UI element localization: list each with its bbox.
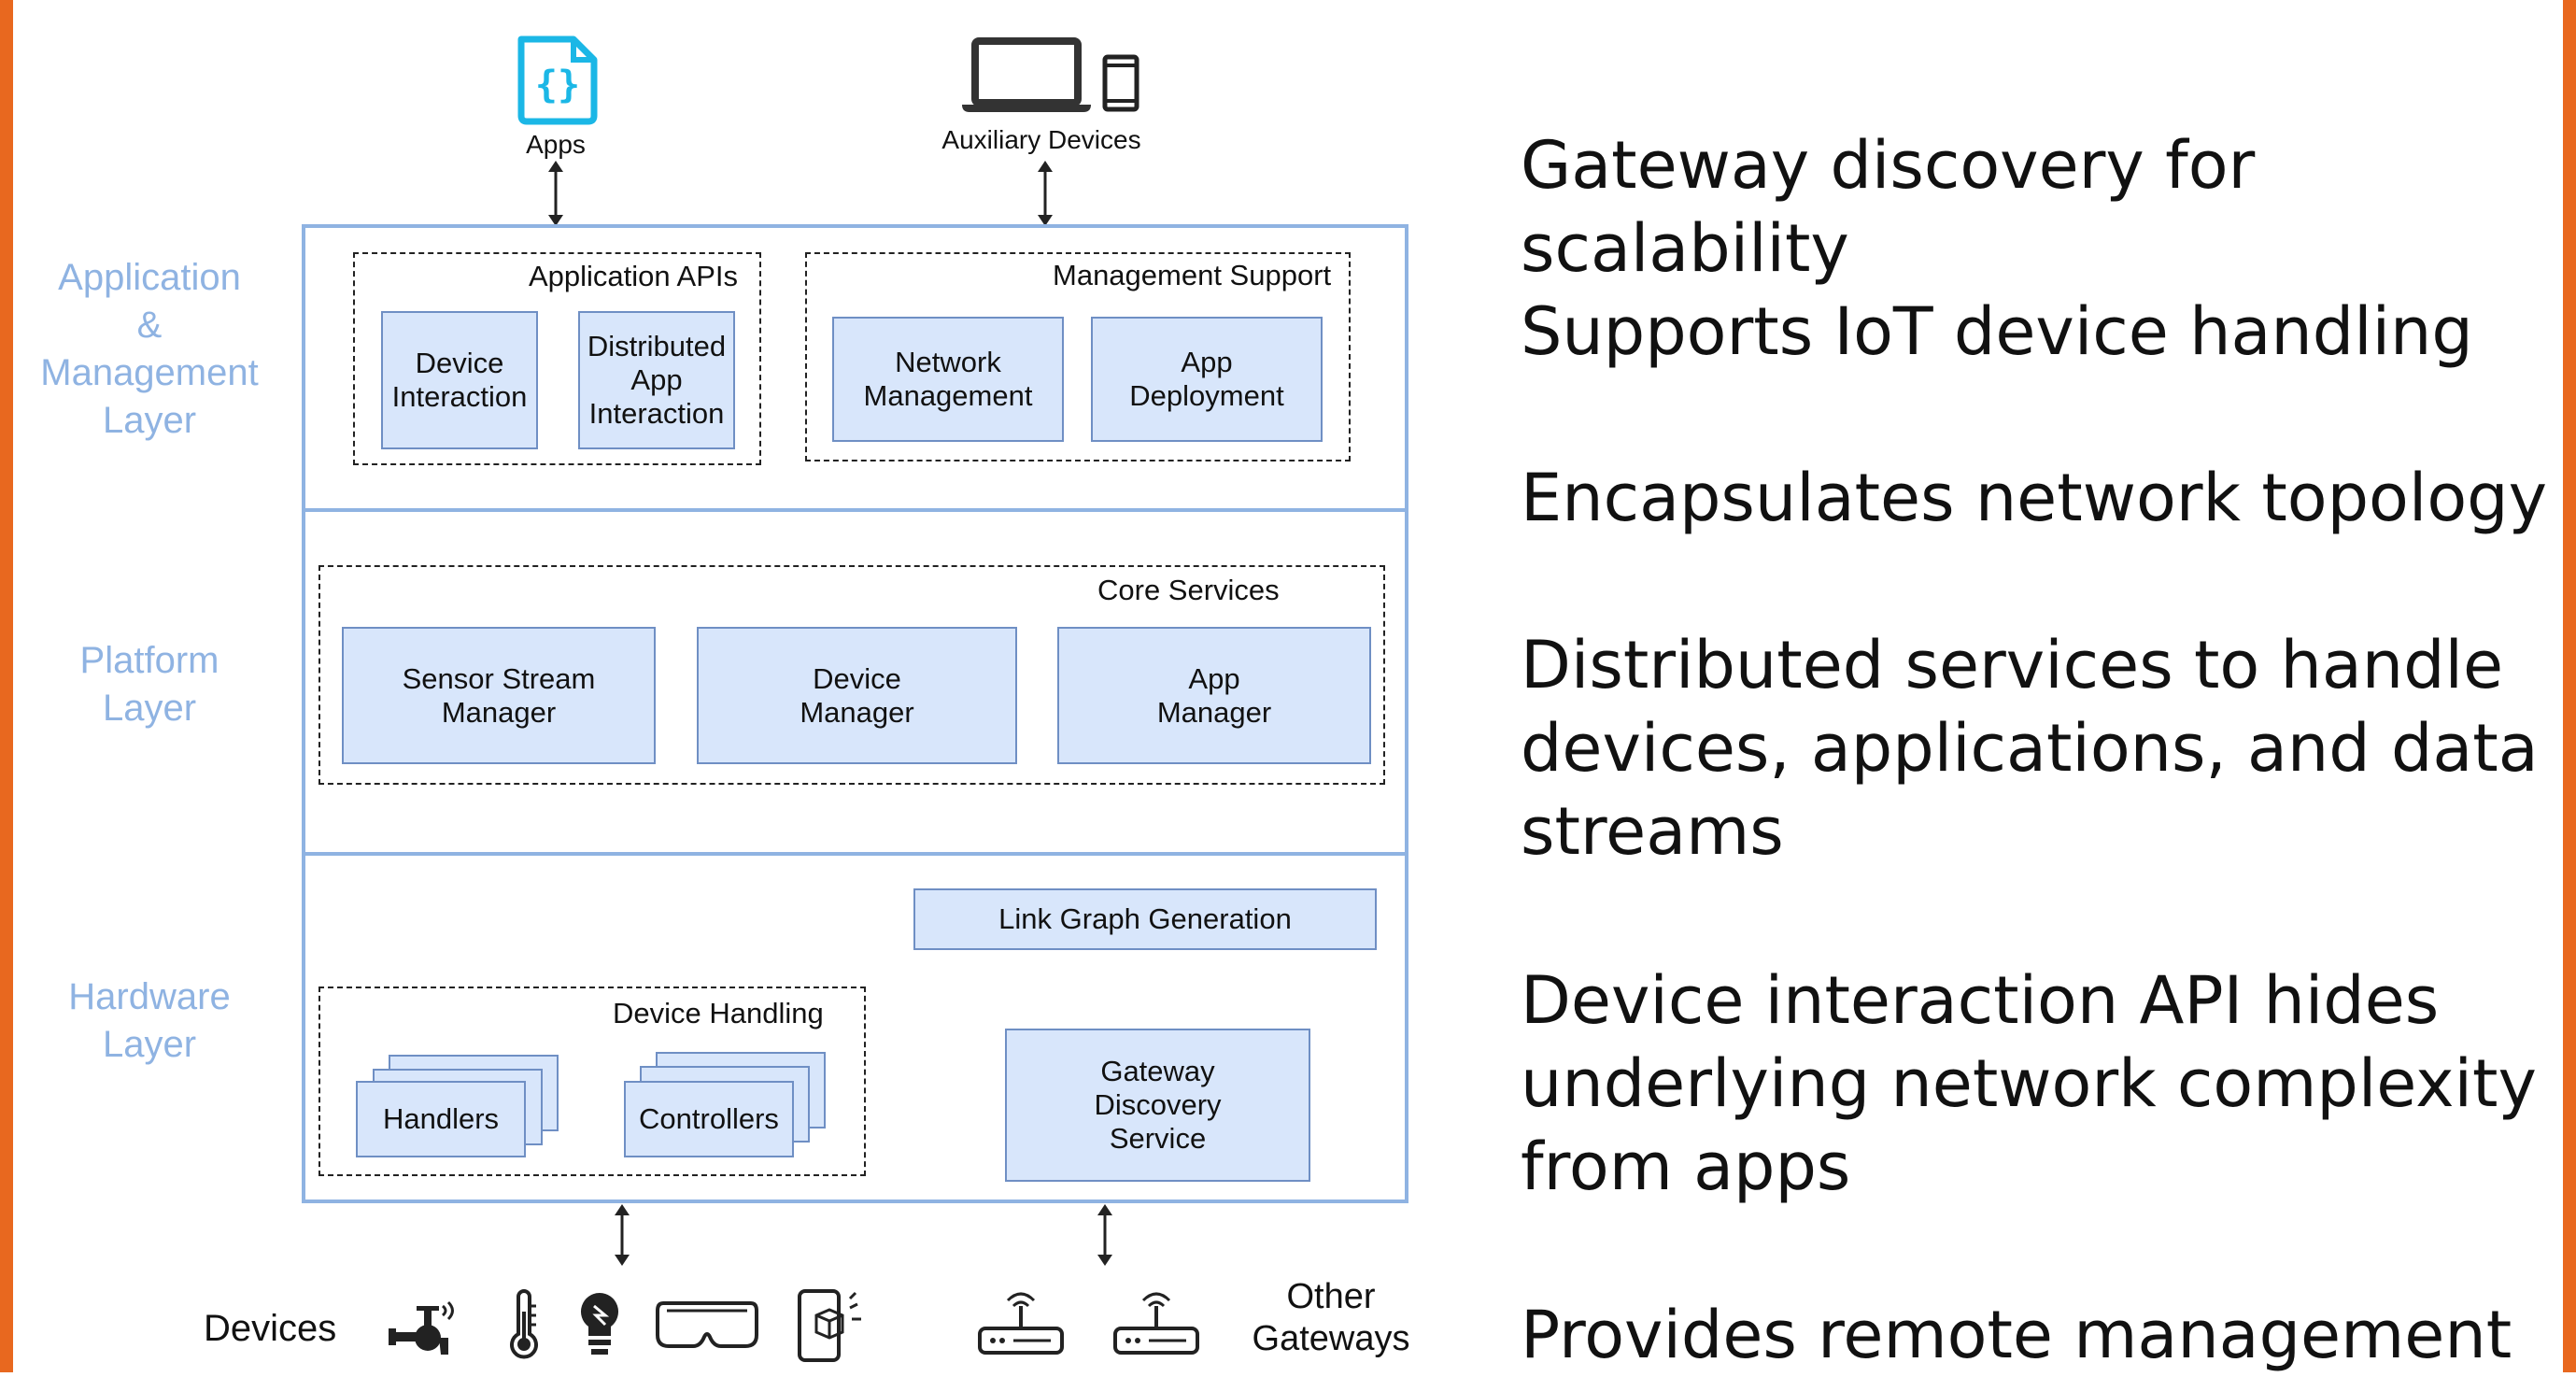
gateway-discovery-service-box: Gateway Discovery Service — [1005, 1029, 1310, 1182]
aux-arrow — [1038, 161, 1053, 226]
apps-label: Apps — [526, 130, 586, 159]
management-support-group — [805, 252, 1351, 461]
distributed-app-interaction-box: Distributed App Interaction — [578, 311, 735, 449]
other-gateways-label: Other Gateways — [1252, 1277, 1410, 1358]
bullet-device-interaction-api: Device interaction API hides underlying … — [1521, 962, 2537, 1205]
laptop-icon — [962, 37, 1091, 112]
bullet-distributed-services: Distributed services to handle devices, … — [1521, 627, 2539, 870]
devices-arrow — [615, 1204, 630, 1266]
aux-devices-label: Auxiliary Devices — [941, 125, 1141, 154]
right-accent-edge — [2563, 0, 2576, 1372]
code-file-icon: {} — [517, 35, 598, 125]
core-services-title: Core Services — [1097, 574, 1280, 606]
application-apis-group — [353, 252, 761, 465]
svg-text:{}: {} — [535, 64, 580, 106]
device-manager-box: Device Manager — [697, 627, 1017, 764]
apps-arrow — [548, 161, 563, 226]
bullet-remote-management: Provides remote management — [1521, 1297, 2512, 1373]
devices-label: Devices — [204, 1308, 337, 1349]
application-layer-label: Application & Management Layer — [40, 257, 259, 441]
handlers-box: Handlers — [356, 1081, 526, 1157]
controllers-box: Controllers — [624, 1081, 794, 1157]
hardware-layer-label: Hardware Layer — [68, 976, 231, 1065]
bullet-network-topology: Encapsulates network topology — [1521, 460, 2548, 536]
device-handling-group — [318, 987, 866, 1176]
link-graph-generation-box: Link Graph Generation — [913, 888, 1377, 950]
platform-layer-label: Platform Layer — [79, 640, 219, 729]
application-apis-title: Application APIs — [529, 260, 739, 292]
thermometer-icon — [510, 1289, 538, 1359]
router-icon — [978, 1292, 1064, 1355]
device-handling-title: Device Handling — [613, 997, 824, 1029]
device-interaction-box: Device Interaction — [381, 311, 538, 449]
smart-bulb-icon — [581, 1293, 618, 1355]
core-services-group — [318, 565, 1385, 785]
app-deployment-box: App Deployment — [1091, 317, 1323, 442]
gateways-arrow — [1097, 1204, 1112, 1266]
sensor-stream-manager-box: Sensor Stream Manager — [342, 627, 656, 764]
network-management-box: Network Management — [832, 317, 1064, 442]
app-manager-box: App Manager — [1057, 627, 1371, 764]
bullet-iot-handling: Supports IoT device handling — [1521, 293, 2473, 370]
phone-icon — [1102, 54, 1139, 112]
ar-phone-icon — [798, 1289, 861, 1362]
management-support-title: Management Support — [1053, 259, 1332, 291]
bullet-gateway-discovery: Gateway discovery for scalability — [1521, 127, 2256, 287]
left-accent-edge — [0, 0, 13, 1372]
vr-headset-icon — [656, 1301, 758, 1348]
faucet-sensor-icon — [389, 1300, 454, 1355]
router-icon — [1113, 1292, 1199, 1355]
